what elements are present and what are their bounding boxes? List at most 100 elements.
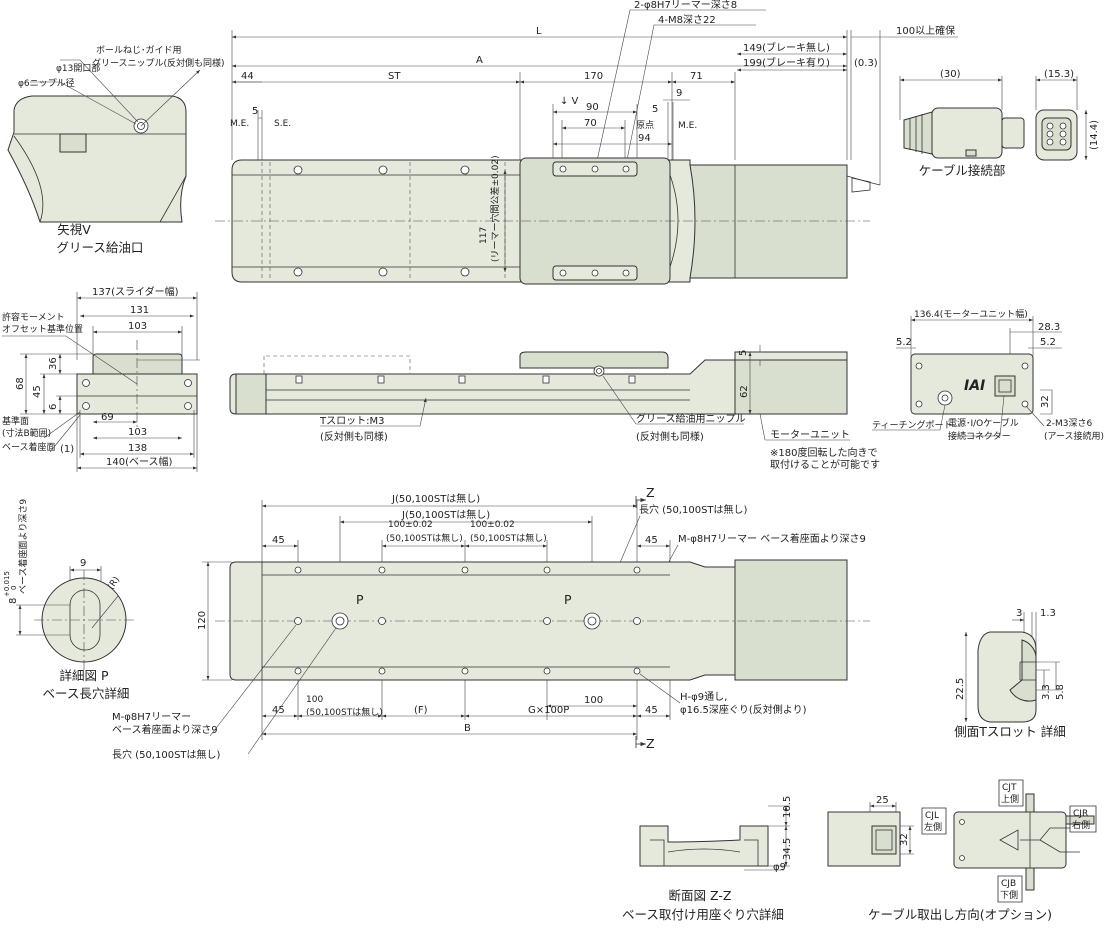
cjr-side: 右側: [1072, 819, 1090, 831]
cjt-label: CJT: [1002, 783, 1017, 793]
dim-103a: 103: [128, 321, 147, 332]
teaching-port-icon: [937, 390, 953, 406]
cjl-label: CJL: [925, 811, 939, 821]
tslot-dim-1-3: 1.3: [1040, 608, 1056, 619]
dim-94: 94: [638, 133, 651, 144]
ref-face-label: 基準面: [2, 415, 29, 427]
grease-side-label-2: (反対側も同様): [636, 430, 704, 443]
tslot-caption: 側面Tスロット 詳細: [954, 724, 1066, 739]
grease-nipple-side-icon: [593, 365, 605, 377]
dim-5-2b: 5.2: [1040, 337, 1056, 348]
section-z-bottom: Z: [646, 736, 655, 751]
power-label-2: 接続コネクター: [948, 430, 1011, 442]
dim-9: 9: [676, 88, 682, 99]
moment-label-2: オフセット基準位置: [2, 323, 83, 335]
cjl-side: 左側: [924, 821, 942, 833]
dim-F: (F): [414, 705, 428, 716]
dim-5-right: 5: [652, 104, 658, 115]
dim-136-4: 136.4(モーターユニット幅): [914, 308, 1028, 320]
dim-140: 140(ベース幅): [106, 455, 172, 468]
dim-1: (1): [60, 444, 74, 455]
dim-69: 69: [101, 412, 114, 423]
clearance-label: 100以上確保: [896, 24, 955, 37]
dim-30: (30): [940, 69, 961, 80]
detail-p-dim-9: 9: [80, 558, 86, 569]
origin-label: 原点: [636, 120, 654, 131]
brake-with: 199(ブレーキ有り): [743, 56, 830, 69]
detail-p-depth-note: ベース着座面より深さ9: [17, 499, 29, 594]
section-dim-34-5: 34.5: [782, 838, 793, 860]
tslot-label-2: (反対側も同様): [320, 430, 388, 443]
dim-71: 71: [690, 71, 703, 82]
pitch-100b: 100±0.02: [470, 520, 515, 530]
earth-label-2: (アース接続用): [1044, 430, 1104, 442]
h-hole-label: H-φ9通し,: [680, 691, 727, 703]
dim-28-3: 28.3: [1038, 322, 1060, 333]
dim-100-b: 100: [306, 695, 323, 705]
dim-100-low: 100: [584, 695, 603, 706]
view-v-grease-port: ボールねじ･ガイド用 グリースニップル(反対側も同様) φ13開口部 φ6ニップ…: [7, 45, 225, 255]
base-face-label: ベース着座面: [2, 441, 56, 453]
section-dim-phi9: φ9: [773, 862, 786, 873]
end-view: 137(スライダー幅) 131 103 69 103 138 140(ベース幅)…: [2, 285, 200, 472]
ball-screw-label: ボールねじ･ガイド用: [96, 45, 182, 56]
dim-B: B: [464, 723, 471, 734]
dim-J1: J(50,100STは無し): [391, 492, 480, 505]
detail-p-depth: 8: [8, 598, 19, 604]
reamer-low-label: M-φ8H7リーマー: [112, 712, 191, 723]
p-marker-1: P: [356, 592, 364, 607]
dim-5-left: 5: [252, 106, 258, 117]
bottom-view: J(50,100STは無し) J(50,100STは無し) 100±0.02 (…: [112, 485, 870, 761]
dim-5-2a: 5.2: [896, 337, 912, 348]
detail-p-tol-2: 0: [10, 586, 18, 590]
reamer-label-top: M-φ8H7リーマー ベース着座面より深さ9: [678, 532, 866, 545]
tslot-dim-22-5: 22.5: [955, 678, 966, 700]
dim-45-a: 45: [272, 535, 285, 546]
long-hole-low-label: 長穴 (50,100STは無し): [112, 748, 221, 761]
tap-label: 4-M8深さ22: [658, 14, 716, 26]
cable-part-caption: ケーブル接続部: [919, 163, 1006, 178]
motor-label: モーターユニット: [770, 429, 850, 441]
motor-end-view: 136.4(モーターユニット幅) 28.3 5.2 5.2 IAI 32 ティー…: [872, 308, 1104, 442]
dim-90: 90: [586, 102, 599, 113]
dim-6: 6: [48, 404, 59, 410]
connector-pins-icon: [1046, 122, 1067, 146]
section-caption: 断面図 Z-Z: [669, 888, 732, 903]
cjr-label: CJR: [1073, 809, 1088, 819]
cable-option: 25 32 CJT 上側 CJL 左側 CJR 右側 CJB 下側 ケーブル取出…: [827, 779, 1097, 922]
me-left: M.E.: [230, 119, 249, 129]
dim-G: G×100P: [528, 705, 569, 716]
ref-face-label-2: (寸法B範囲): [2, 427, 51, 439]
opening-label: φ13開口部: [56, 62, 100, 74]
power-connector-icon: [994, 375, 1016, 397]
cjb-label: CJB: [1001, 879, 1016, 889]
moment-label: 許容モーメント: [2, 311, 65, 323]
teaching-label: ティーチングポート: [872, 419, 952, 431]
view-v-caption-2: グリース給油口: [57, 240, 144, 255]
reamer-low-label-2: ベース着座面より深さ9: [112, 723, 218, 736]
option-dim-25: 25: [876, 795, 889, 806]
reamer-label: 2-φ8H7リーマー深さ8: [634, 0, 737, 11]
se-label: S.E.: [274, 119, 291, 129]
dim-45-b: 45: [645, 535, 658, 546]
grease-nipple-label: グリースニップル(反対側も同様): [92, 57, 225, 69]
tslot-label: Tスロット:M3: [319, 416, 384, 427]
tolerance-note: (リーマー穴間公差±0.02): [489, 155, 501, 262]
dim-68: 68: [15, 377, 26, 390]
pitch-100a: 100±0.02: [388, 520, 433, 530]
pitch-100b-note: (50,100STは無し): [470, 532, 547, 544]
power-label: 電源･I/Oケーブル: [948, 417, 1019, 429]
dim-45: 45: [32, 385, 43, 398]
pitch-100a-note: (50,100STは無し): [386, 532, 463, 544]
dim-62: 62: [739, 385, 750, 398]
long-hole-label: 長穴 (50,100STは無し): [639, 503, 748, 516]
section-z-top: Z: [646, 485, 655, 500]
earth-label: 2-M3深さ6: [1046, 418, 1092, 429]
dim-137: 137(スライダー幅): [92, 285, 179, 298]
cable-connection-part: (30) ケーブル接続部 (15.3) (14.4): [899, 69, 1100, 178]
note-2: 取付けることが可能です: [770, 458, 880, 471]
dim-J2: J(50,100STは無し): [401, 508, 490, 521]
section-dim-10-5: 10.5: [782, 796, 793, 818]
